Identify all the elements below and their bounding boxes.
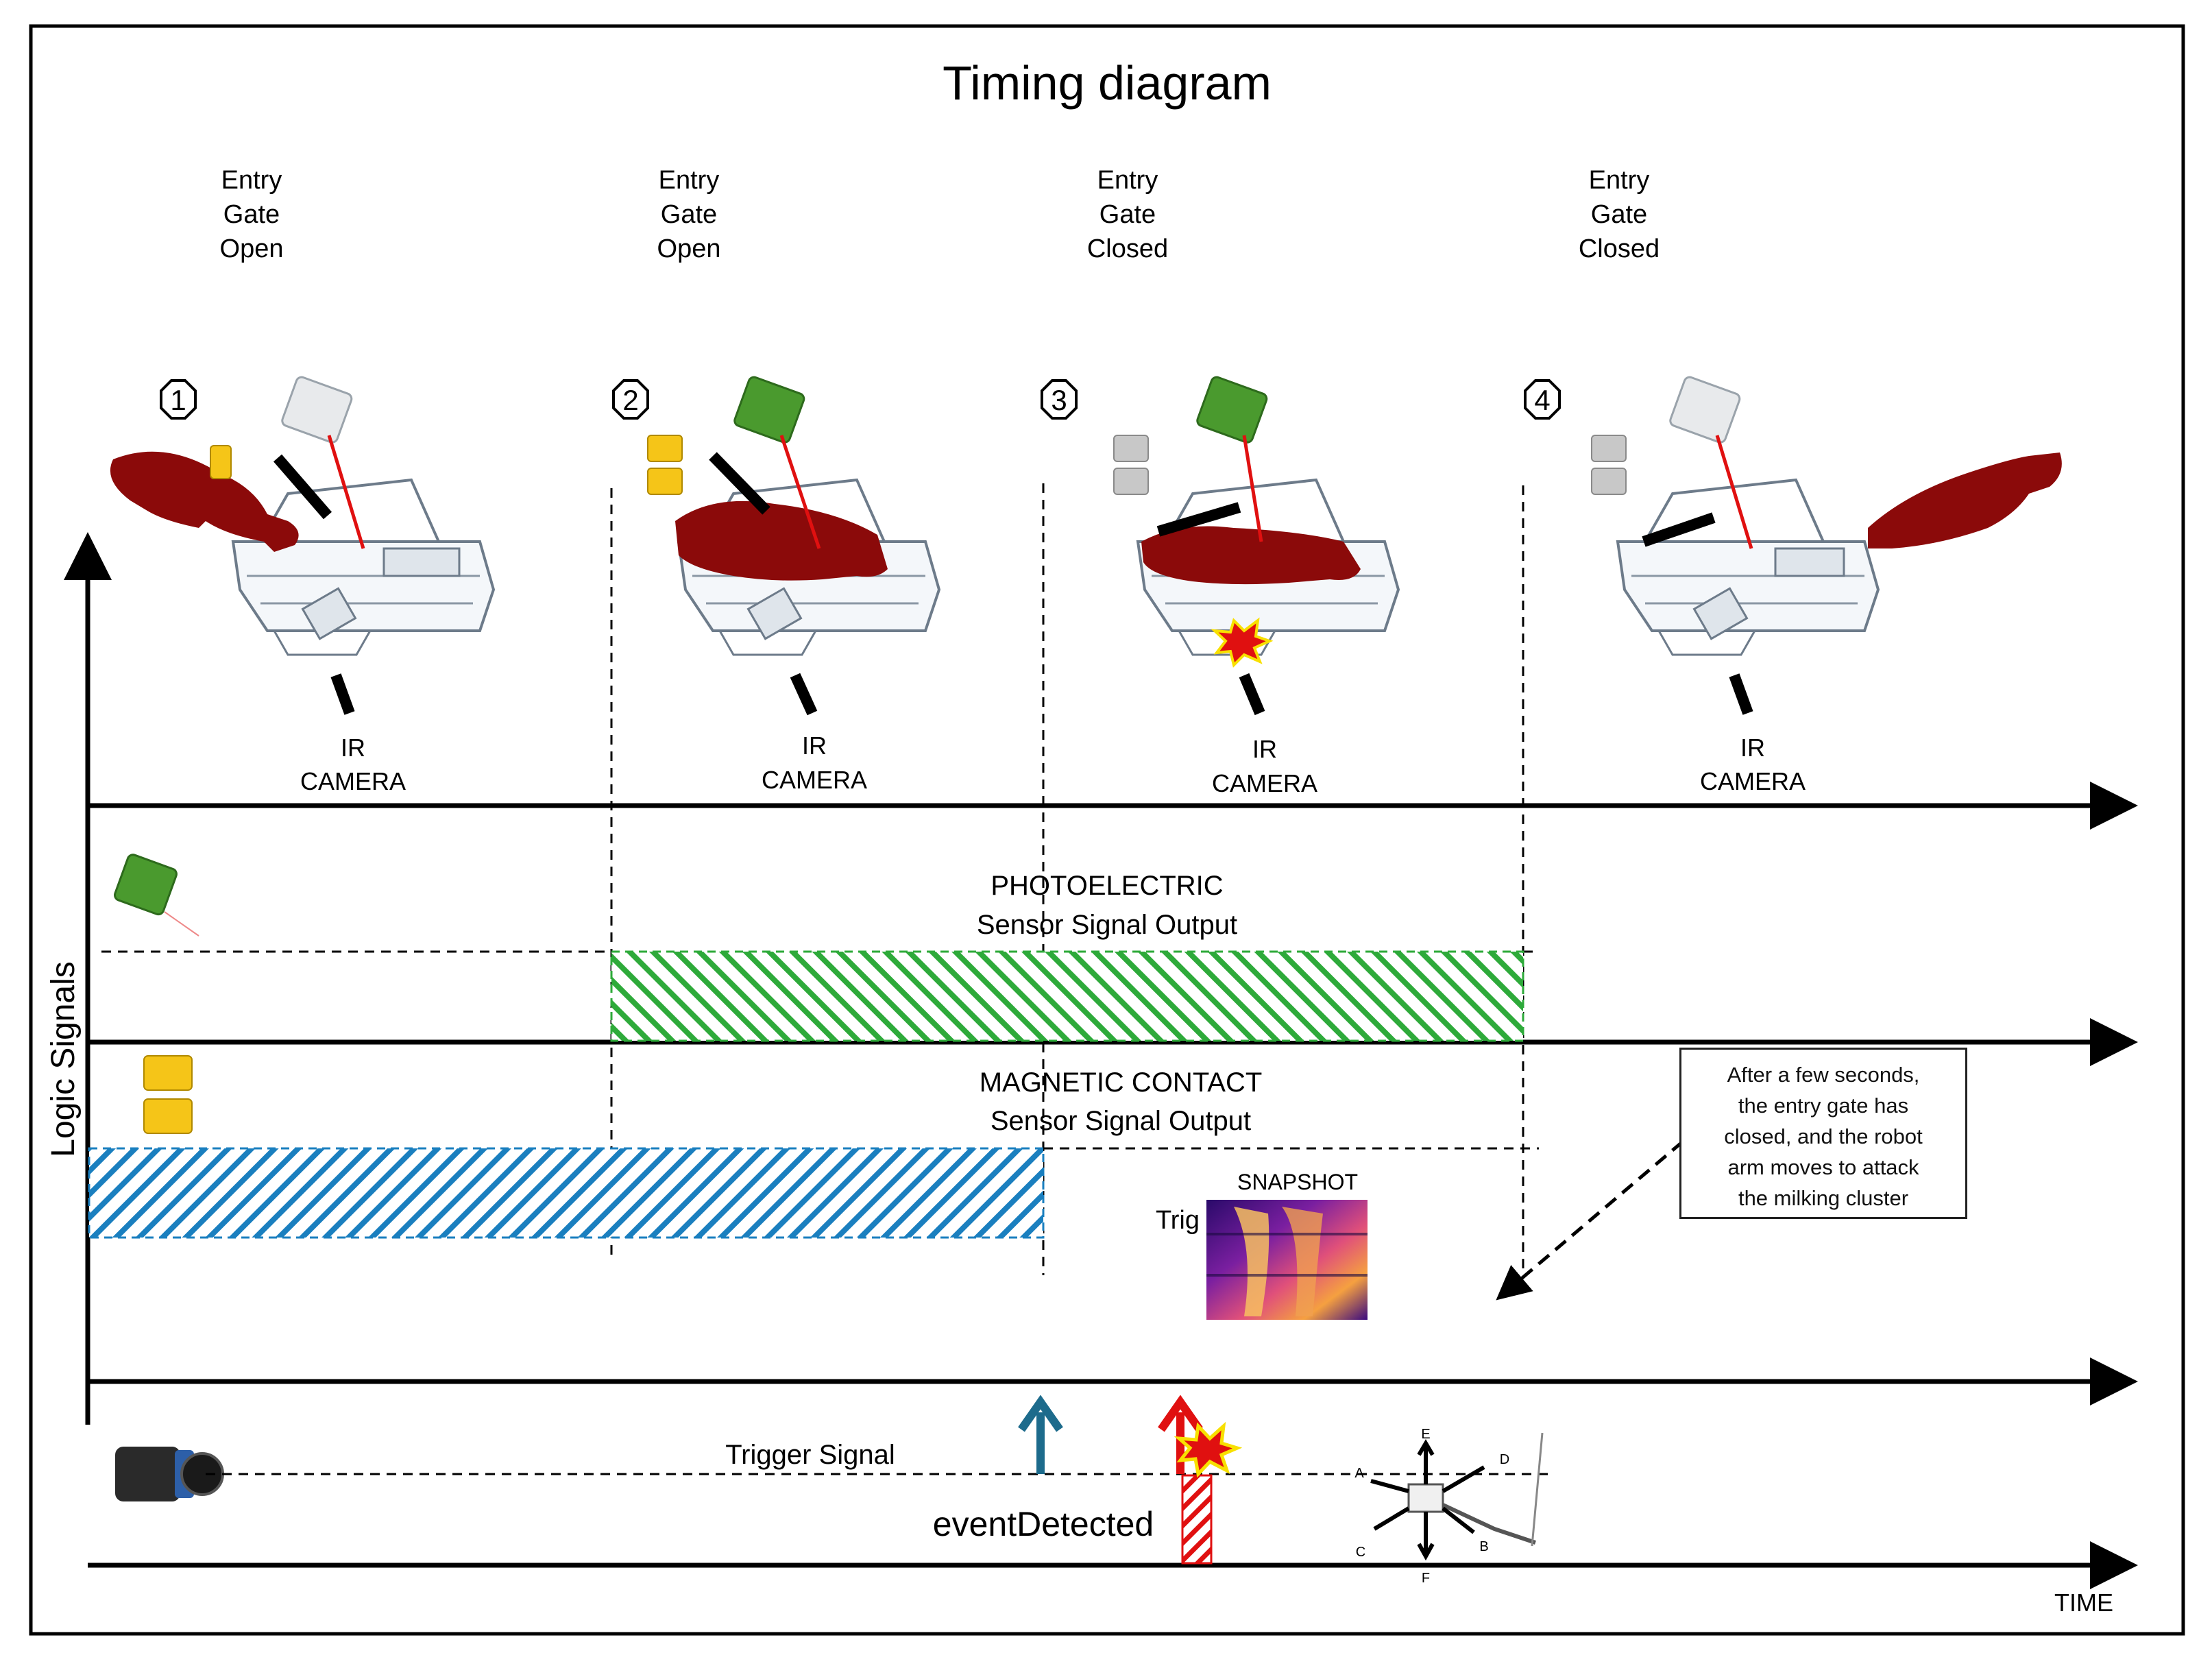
thermal-snapshot-image: [1206, 1200, 1368, 1320]
ir-camera-icon: [115, 1447, 224, 1501]
trig-label: Trig: [1156, 1206, 1200, 1235]
robot-direction-e: E: [1421, 1427, 1430, 1442]
ir-camera-labels: IR CAMERA IR CAMERA IR CAMERA IR CAMERA: [300, 732, 1806, 797]
note-line-1: After a few seconds,: [1727, 1063, 1920, 1087]
photoelectric-sensor-icon: [281, 376, 365, 549]
stage-number-4: 4: [1534, 384, 1550, 416]
gate-label-1-line1: Entry: [221, 166, 282, 195]
magnetic-title: MAGNETIC CONTACT: [980, 1067, 1263, 1098]
event-detected-pulse: [1158, 1395, 1213, 1565]
robot-direction-d: D: [1500, 1452, 1509, 1467]
photoelectric-title: PHOTOELECTRIC: [990, 871, 1223, 901]
photoelectric-subtitle: Sensor Signal Output: [977, 910, 1237, 940]
camera-label-3-line2: CAMERA: [1212, 769, 1317, 797]
trigger-arrow: [1018, 1395, 1063, 1474]
magnetic-high-pulse: [88, 1147, 1045, 1239]
entry-gate-arm-2: [709, 452, 770, 515]
robot-direction-b: B: [1479, 1539, 1488, 1554]
note-box: After a few seconds, the entry gate has …: [1679, 1048, 1967, 1219]
ir-camera-marker-4: [1729, 673, 1753, 715]
robot-direction-c: C: [1356, 1545, 1365, 1560]
magnetic-contact-icon: [143, 1055, 193, 1134]
explosion-icon: [1211, 617, 1274, 668]
magnetic-contact-icon: [647, 435, 683, 495]
magnetic-contact-icon: [1591, 435, 1627, 495]
diagram-title: Timing diagram: [943, 56, 1272, 110]
camera-label-1-line2: CAMERA: [300, 767, 406, 795]
note-line-4: arm moves to attack: [1727, 1155, 1919, 1179]
gate-label-3-line3: Closed: [1087, 234, 1168, 263]
ir-camera-marker-3: [1239, 673, 1265, 716]
entry-gate-arm-4: [1642, 512, 1716, 547]
photoelectric-sensor-icon: [1669, 376, 1753, 549]
gate-label-1-line2: Gate: [223, 200, 280, 229]
gate-label-3-line2: Gate: [1099, 200, 1156, 229]
camera-label-1-line1: IR: [341, 734, 365, 762]
gate-label-4-line1: Entry: [1589, 166, 1650, 195]
trigger-signal-label: Trigger Signal: [725, 1440, 895, 1470]
gate-label-2-line1: Entry: [659, 166, 720, 195]
camera-label-4-line1: IR: [1740, 734, 1765, 762]
photoelectric-sensor-icon: [1196, 376, 1268, 542]
camera-label-3-line1: IR: [1252, 735, 1277, 763]
stage-number-1: 1: [170, 384, 186, 416]
gate-label-4-line2: Gate: [1591, 200, 1647, 229]
note-line-3: closed, and the robot: [1724, 1124, 1923, 1148]
photoelectric-sensor-icon: [114, 854, 199, 937]
ir-camera-marker-1: [330, 673, 355, 715]
event-detected-label: eventDetected: [933, 1505, 1154, 1543]
cow-icon: [1141, 526, 1361, 585]
y-axis-label: Logic Signals: [45, 961, 82, 1157]
milking-stall-4: [1616, 478, 1880, 656]
outer-frame: [29, 24, 2185, 1636]
note-arrow: [1496, 1140, 1684, 1301]
ir-camera-marker-2: [790, 673, 818, 716]
gate-label-3-line1: Entry: [1097, 166, 1158, 195]
robot-direction-a: A: [1354, 1466, 1364, 1481]
gate-label-1-line3: Open: [220, 234, 284, 263]
x-axis-label: TIME: [2054, 1589, 2113, 1617]
magnetic-subtitle: Sensor Signal Output: [990, 1106, 1251, 1136]
camera-label-2-line1: IR: [802, 732, 827, 760]
gate-label-2-line2: Gate: [661, 200, 717, 229]
camera-label-2-line2: CAMERA: [762, 766, 867, 794]
photoelectric-high-pulse: [610, 950, 1524, 1042]
gate-label-2-line3: Open: [657, 234, 721, 263]
note-line-2: the entry gate has: [1738, 1094, 1909, 1118]
explosion-icon: [1174, 1421, 1243, 1478]
gate-labels: Entry Gate Open Entry Gate Open Entry Ga…: [220, 166, 1660, 263]
stage-boundaries: [610, 483, 1524, 1275]
magnetic-contact-icon: [1113, 435, 1149, 495]
cow-icon: [1868, 453, 2062, 548]
magnetic-contact-icon: [210, 445, 232, 479]
note-line-5: the milking cluster: [1738, 1186, 1909, 1210]
entry-gate-arm-1: [273, 454, 332, 520]
robot-arm-icon: E D A B C F: [1354, 1427, 1544, 1586]
stage-number-2: 2: [622, 384, 638, 416]
entry-gate-arm-3: [1156, 502, 1241, 537]
milking-stall-1: [231, 478, 496, 656]
stage-number-3: 3: [1051, 384, 1067, 416]
photoelectric-sensor-icon: [733, 376, 821, 549]
cow-icon: [675, 500, 888, 581]
cow-icon: [110, 451, 299, 552]
gate-label-4-line3: Closed: [1579, 234, 1660, 263]
stage-numbers: 1 2 3 4: [160, 379, 1561, 420]
robot-direction-f: F: [1422, 1571, 1430, 1586]
camera-label-4-line2: CAMERA: [1700, 767, 1806, 795]
snapshot-label: SNAPSHOT: [1237, 1170, 1358, 1194]
